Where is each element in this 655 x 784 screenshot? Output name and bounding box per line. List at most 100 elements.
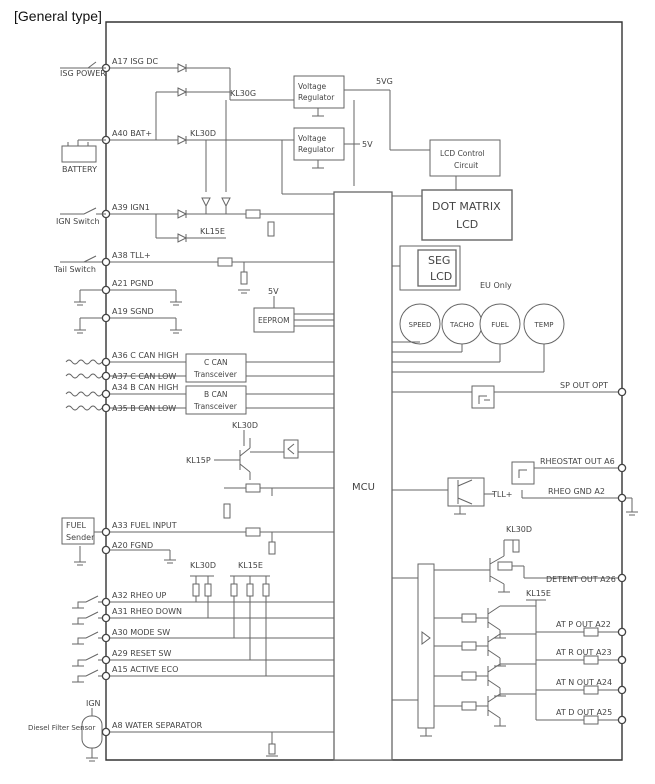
- gauge-label-temp: TEMP: [534, 321, 554, 329]
- eu-only-note: EU Only: [480, 281, 512, 290]
- can-lines: [65, 359, 334, 411]
- pin-a2: [617, 493, 627, 503]
- right-a26-label: DETENT OUT A26: [546, 575, 616, 584]
- mcu-label: MCU: [352, 482, 375, 493]
- lcd-control-text-2: Circuit: [454, 161, 478, 170]
- gauge-label-tacho: TACHO: [449, 321, 475, 329]
- kl15p-circuit: [214, 430, 334, 519]
- isg-power-label: ISG POWER: [60, 69, 106, 78]
- seg-lcd-text-2: LCD: [430, 270, 452, 283]
- a8-circuit: [81, 708, 334, 762]
- gnd-circuits: [74, 289, 182, 334]
- pin-a24: [617, 685, 627, 695]
- vreg2-text-1: Voltage: [298, 134, 327, 143]
- pin-a31: [101, 613, 111, 623]
- pin-a40-label: A40 BAT+: [112, 129, 152, 138]
- bcan-text-1: B CAN: [204, 390, 228, 399]
- a40-circuit: [106, 87, 294, 192]
- net-eeprom-5v: 5V: [268, 287, 279, 296]
- seg-lcd-text-1: SEG: [428, 254, 450, 267]
- diesel-filter-label: Diesel Filter Sensor: [28, 724, 95, 732]
- bcan-text-2: Transceiver: [193, 402, 238, 411]
- pin-a8-label: A8 WATER SEPARATOR: [112, 721, 203, 730]
- fuel-sender: [61, 517, 95, 545]
- pin-a23: [617, 655, 627, 665]
- pin-a21: [101, 285, 111, 295]
- right-connector-pins: [617, 387, 627, 725]
- pin-a19: [101, 313, 111, 323]
- pin-a15: [101, 671, 111, 681]
- c-can-transceiver: [185, 353, 247, 383]
- tail-switch: [83, 255, 97, 263]
- right-outputs: [392, 385, 638, 737]
- diagram-title: [General type]: [14, 8, 102, 24]
- right-a23-label: AT R OUT A23: [556, 648, 612, 657]
- net-5vg: 5VG: [376, 77, 393, 86]
- pin-a6: [617, 463, 627, 473]
- pin-a15-label: A15 ACTIVE ECO: [112, 665, 178, 674]
- vreg1-text-1: Voltage: [298, 82, 327, 91]
- pin-a33-label: A33 FUEL INPUT: [112, 521, 177, 530]
- dot-matrix-lcd: [421, 189, 513, 241]
- net-kl30d-c: KL30D: [190, 561, 216, 570]
- seg-lcd: [417, 249, 457, 287]
- a39-circuit: [106, 197, 334, 243]
- lcd-control-circuit: [429, 139, 501, 177]
- isg-switch: [87, 61, 106, 69]
- eeprom: [253, 307, 295, 333]
- a17-circuit: [60, 63, 294, 101]
- pin-a29: [101, 655, 111, 665]
- pin-sp: [617, 387, 627, 397]
- right-a6-label: RHEOSTAT OUT A6: [540, 457, 615, 466]
- pin-a19-label: A19 SGND: [112, 307, 154, 316]
- mcu-block: [333, 191, 393, 761]
- vreg2-text-2: Regulator: [298, 145, 335, 154]
- pin-a37-label: A37 C CAN LOW: [112, 372, 176, 381]
- pin-a17-label: A17 ISG DC: [112, 57, 159, 66]
- ccan-text-2: Transceiver: [193, 370, 238, 379]
- net-kl30d-b: KL30D: [232, 421, 258, 430]
- net-5v: 5V: [362, 140, 373, 149]
- pin-a35: [101, 403, 111, 413]
- net-ign: IGN: [86, 699, 101, 708]
- dot-matrix-text-1: DOT MATRIX: [432, 200, 501, 213]
- pin-a38: [101, 257, 111, 267]
- vreg1-text-2: Regulator: [298, 93, 335, 102]
- pin-a30-label: A30 MODE SW: [112, 628, 170, 637]
- net-kl15e-c: KL15E: [526, 589, 551, 598]
- voltage-regulator-2: [293, 127, 345, 161]
- pin-a31-label: A31 RHEO DOWN: [112, 607, 182, 616]
- ign-switch: [60, 207, 106, 215]
- pin-a34: [101, 389, 111, 399]
- right-a2-label: RHEO GND A2: [548, 487, 605, 496]
- pin-a35-label: A35 B CAN LOW: [112, 404, 176, 413]
- pin-a25: [617, 715, 627, 725]
- output-driver-block: [417, 563, 435, 729]
- right-a24-label: AT N OUT A24: [556, 678, 612, 687]
- net-kl30g: KL30G: [230, 89, 256, 98]
- eeprom-text: EEPROM: [258, 316, 290, 325]
- pin-a37: [101, 371, 111, 381]
- pin-a34-label: A34 B CAN HIGH: [112, 383, 178, 392]
- pin-a39-label: A39 IGN1: [112, 203, 150, 212]
- switch-inputs: [72, 575, 334, 683]
- net-kl15p: KL15P: [186, 456, 211, 465]
- b-can-transceiver: [185, 385, 247, 415]
- pin-a22: [617, 627, 627, 637]
- pin-a33: [101, 527, 111, 537]
- pin-a20-label: A20 FGND: [112, 541, 153, 550]
- pin-a21-label: A21 PGND: [112, 279, 153, 288]
- battery-symbol: [61, 139, 106, 163]
- ign-switch-label: IGN Switch: [56, 217, 100, 226]
- pin-a30: [101, 633, 111, 643]
- lcd-control-text-1: LCD Control: [440, 149, 485, 158]
- net-kl30d: KL30D: [190, 129, 216, 138]
- pin-a36-label: A36 C CAN HIGH: [112, 351, 179, 360]
- pin-a8: [101, 727, 111, 737]
- pin-a29-label: A29 RESET SW: [112, 649, 171, 658]
- net-kl30d-d: KL30D: [506, 525, 532, 534]
- pin-a38-label: A38 TLL+: [112, 251, 151, 260]
- battery-label: BATTERY: [62, 165, 97, 174]
- fuel-sender-label-2: Sender: [66, 533, 95, 542]
